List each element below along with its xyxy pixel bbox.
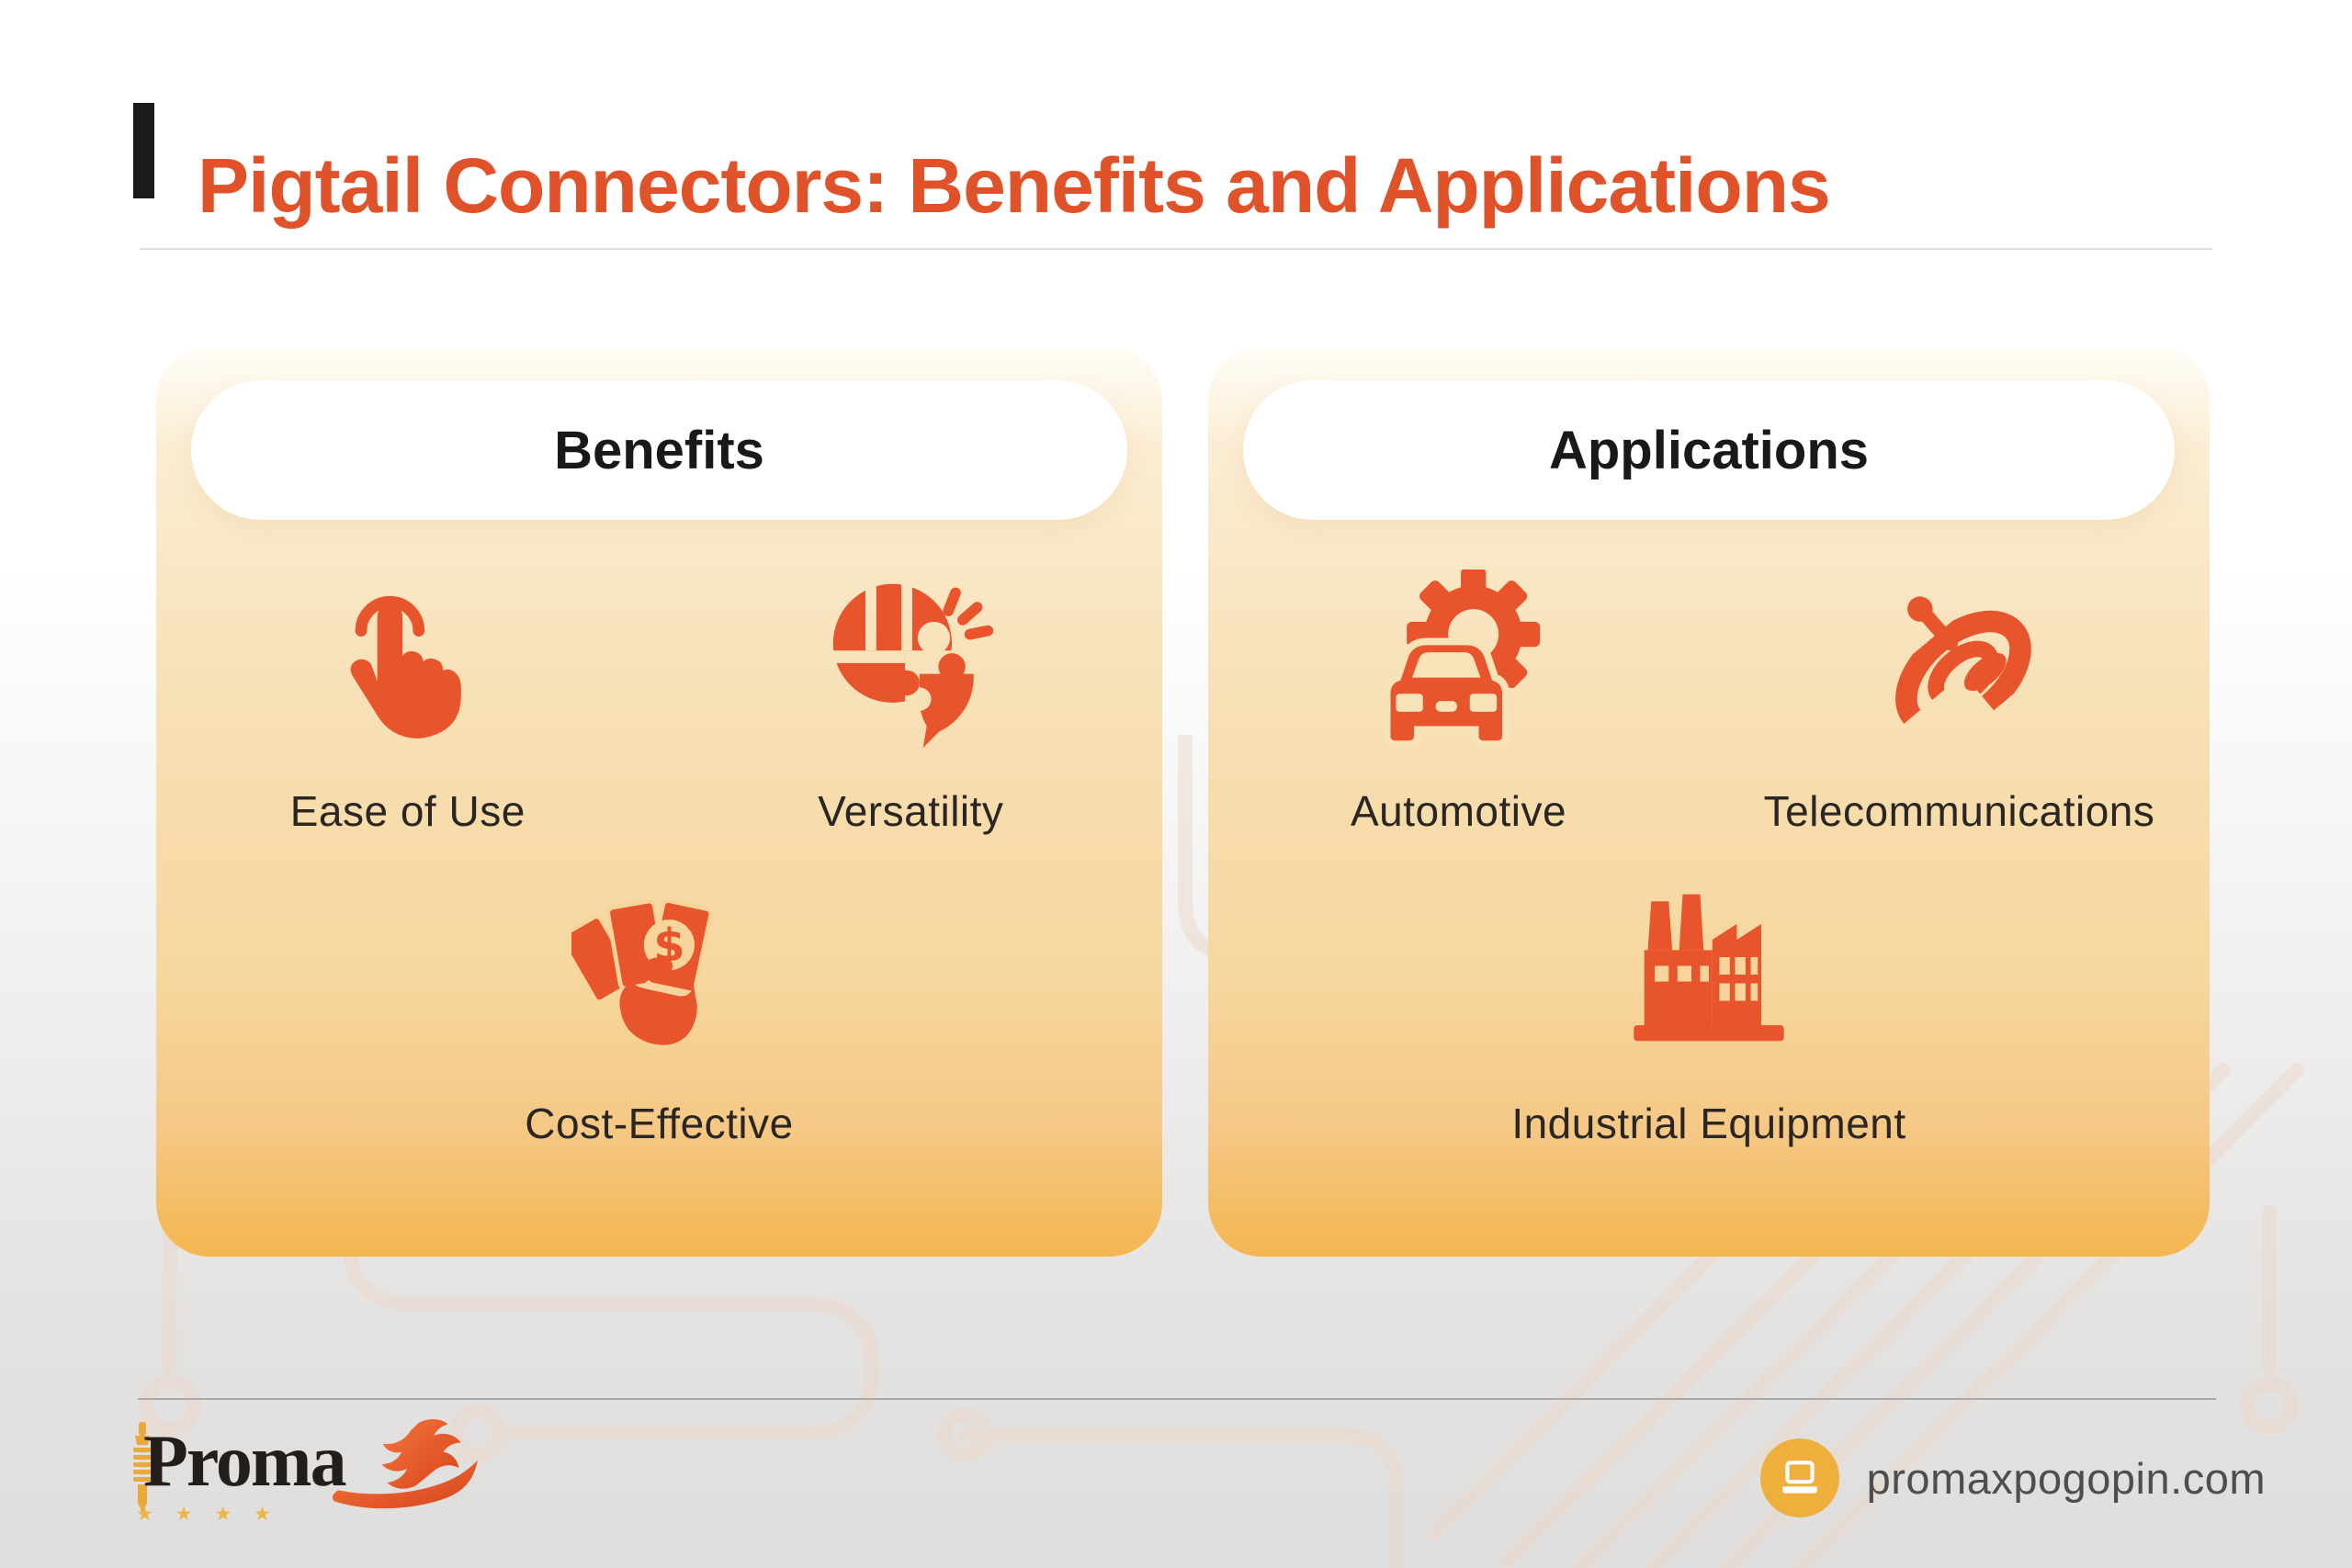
feature-label: Versatility (818, 787, 1004, 835)
logo-wordmark: Proma (143, 1421, 347, 1502)
pogo-pin-icon (133, 1422, 152, 1514)
puzzle-head-icon (820, 570, 1001, 750)
logo-stars: ★ ★ ★ ★ (136, 1504, 279, 1525)
feature-label: Industrial Equipment (1511, 1100, 1906, 1147)
feature-telecommunications: Telecommunications (1709, 570, 2210, 836)
feature-industrial-equipment: Industrial Equipment (1449, 887, 1970, 1148)
laptop-icon (1781, 1461, 1817, 1494)
benefits-card-header: Benefits (191, 380, 1127, 520)
phoenix-x-icon (332, 1419, 478, 1509)
title-accent-bar (133, 103, 154, 198)
feature-label: Cost-Effective (525, 1100, 794, 1147)
footer-divider (138, 1398, 2216, 1400)
money-in-hand-icon: $ (571, 887, 746, 1062)
feature-cost-effective: $ Cost-Effective (398, 887, 921, 1148)
benefits-card: Benefits Ease of Use (156, 347, 1162, 1257)
promax-logo: Proma ★ ★ ★ ★ (129, 1419, 514, 1540)
page-title: Pigtail Connectors: Benefits and Applica… (198, 142, 1831, 230)
feature-label: Ease of Use (289, 787, 526, 835)
tap-finger-icon (318, 570, 498, 750)
website-footer: promaxpogopin.com (1759, 1438, 2266, 1517)
factory-icon (1622, 887, 1796, 1062)
website-url: promaxpogopin.com (1866, 1453, 2266, 1503)
car-gear-icon (1369, 570, 1549, 750)
feature-versatility: Versatility (660, 570, 1163, 836)
benefits-title: Benefits (554, 420, 764, 480)
feature-label: Automotive (1350, 787, 1567, 835)
applications-card-header: Applications (1243, 380, 2175, 520)
satellite-dish-icon (1870, 570, 2050, 750)
feature-label: Telecommunications (1763, 787, 2155, 835)
applications-title: Applications (1548, 420, 1870, 480)
laptop-icon-badge (1759, 1438, 1839, 1517)
applications-card: Applications (1208, 347, 2210, 1257)
header-divider (140, 248, 2212, 250)
feature-ease-of-use: Ease of Use (156, 570, 660, 836)
feature-automotive: Automotive (1208, 570, 1709, 836)
